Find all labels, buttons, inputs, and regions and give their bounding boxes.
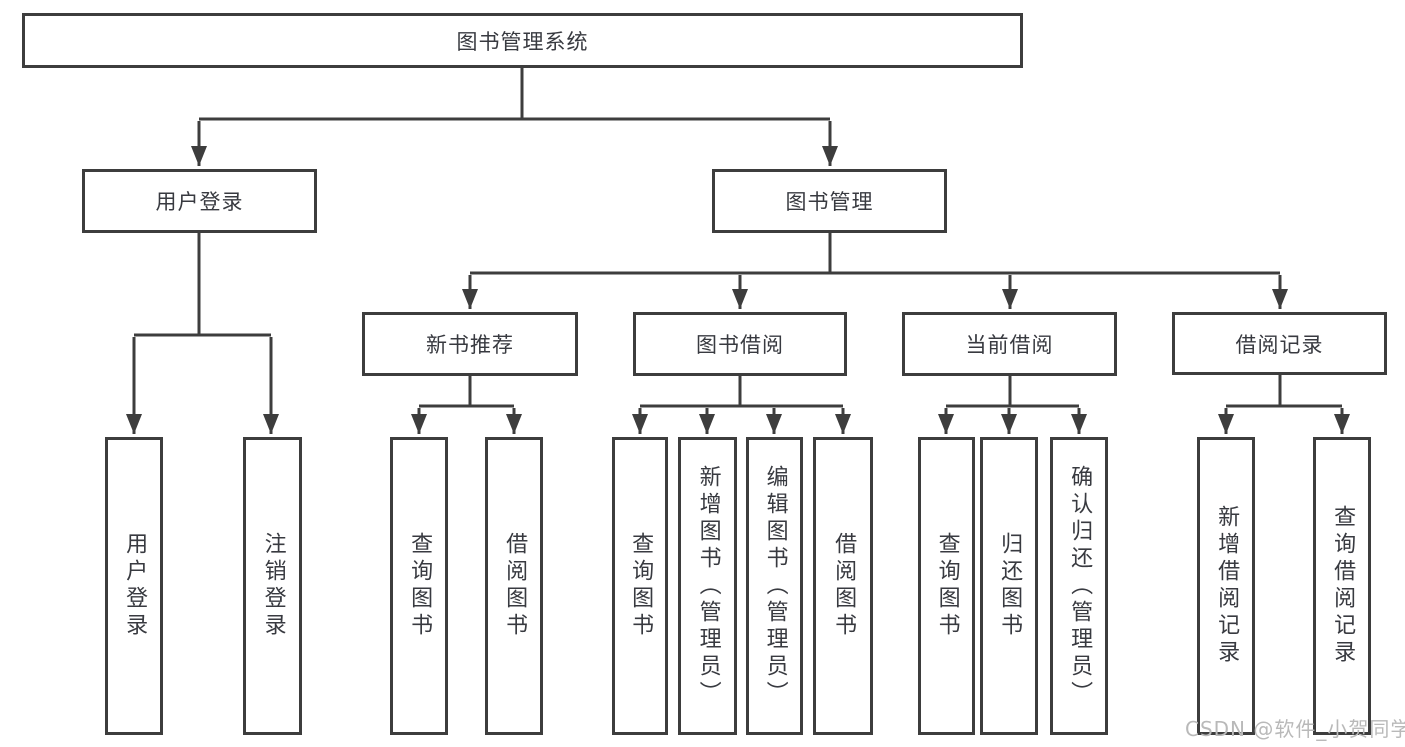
node-book-borrowing: 图书借阅 [633,312,847,376]
node-user-login: 用户登录 [82,169,317,233]
node-current-borrowing: 当前借阅 [902,312,1117,376]
node-library-system: 图书管理系统 [22,13,1023,68]
leaf-confirm-return-admin: 确认归还（管理员） [1050,437,1108,735]
leaf-add-book-admin: 新增图书（管理员） [678,437,737,735]
leaf-search-books-current: 查询图书 [918,437,975,735]
leaf-search-books-recommend: 查询图书 [390,437,448,735]
watermark-text: CSDN @软件_小贺同学 [1185,717,1405,741]
leaf-search-borrow-record: 查询借阅记录 [1313,437,1371,735]
leaf-return-books: 归还图书 [980,437,1038,735]
leaf-borrow-books-borrowing: 借阅图书 [813,437,873,735]
node-book-management: 图书管理 [712,169,947,233]
leaf-edit-book-admin: 编辑图书（管理员） [746,437,803,735]
leaf-add-borrow-record: 新增借阅记录 [1197,437,1255,735]
node-borrowing-records: 借阅记录 [1172,312,1387,375]
node-new-book-recommend: 新书推荐 [362,312,578,376]
leaf-search-books-borrowing: 查询图书 [612,437,668,735]
leaf-user-login: 用户登录 [105,437,163,735]
leaf-borrow-books-recommend: 借阅图书 [485,437,543,735]
leaf-logout: 注销登录 [243,437,302,735]
